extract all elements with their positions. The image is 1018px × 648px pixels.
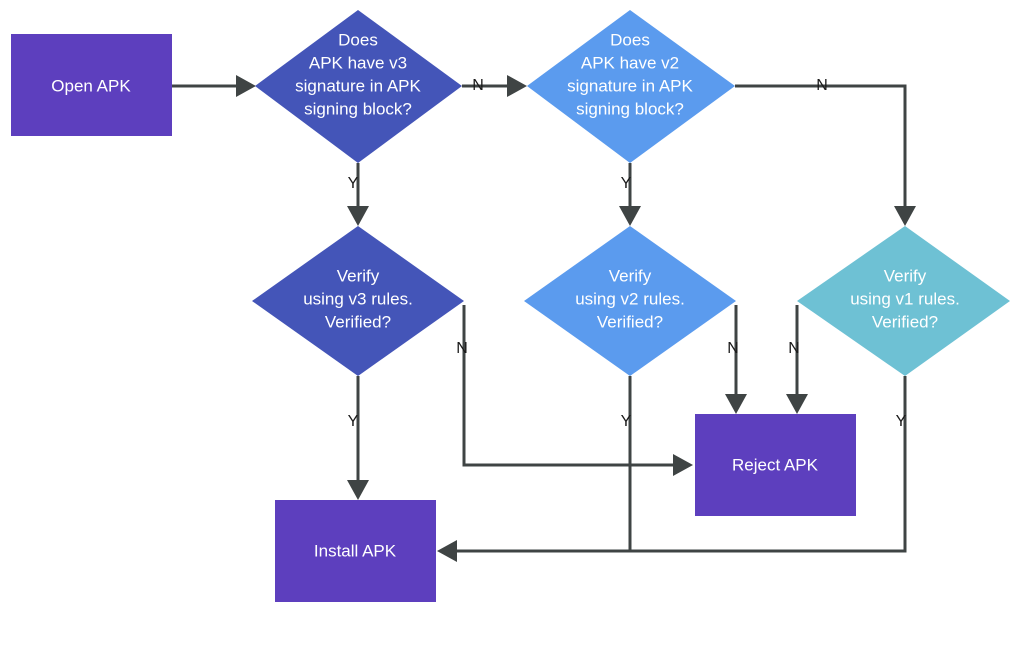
node-verify-v1-shape[interactable] — [797, 226, 1010, 376]
node-verify-v3-label-line-1: Verify — [337, 266, 380, 285]
node-has-v3-signature-shape[interactable] — [255, 10, 462, 163]
node-verify-v1-label-line-3: Verified? — [872, 312, 938, 331]
edge-hasv2-no-line — [735, 84, 907, 210]
edge-verifyv3-yes-to-install: Y — [347, 376, 369, 500]
node-has-v3-signature[interactable]: Does APK have v3 signature in APK signin… — [255, 10, 462, 163]
edge-verifyv2-yes-to-install: Y — [437, 376, 632, 562]
edge-open-to-hasv3 — [172, 75, 256, 97]
edge-label-verifyv3-yes: Y — [348, 413, 359, 430]
edge-hasv3-no-arrowhead — [507, 75, 527, 97]
edge-hasv2-yes-to-verifyv2: Y — [619, 163, 641, 226]
node-has-v2-signature-label-line-3: signature in APK — [567, 76, 693, 95]
edge-hasv3-yes-arrowhead — [347, 206, 369, 226]
node-has-v2-signature-label-line-2: APK have v2 — [581, 53, 679, 72]
edge-label-hasv3-yes: Y — [348, 175, 359, 192]
edge-verifyv2-no-to-reject: N — [725, 305, 747, 414]
node-open-apk-shape[interactable] — [11, 34, 172, 136]
node-install-apk-label: Install APK — [314, 541, 397, 560]
edge-open-to-hasv3-arrowhead — [236, 75, 256, 97]
edge-hasv3-no-to-hasv2: N — [462, 75, 527, 97]
node-install-apk-shape[interactable] — [275, 500, 436, 602]
edge-hasv2-no-arrowhead — [894, 206, 916, 226]
node-verify-v2-label-line-1: Verify — [609, 266, 652, 285]
node-has-v3-signature-label-line-4: signing block? — [304, 99, 412, 118]
edge-hasv2-yes-arrowhead — [619, 206, 641, 226]
node-has-v2-signature-label-line-1: Does — [610, 30, 650, 49]
edge-verifyv2-no-arrowhead — [725, 394, 747, 414]
edge-hasv2-no-to-verifyv1: N — [735, 77, 916, 226]
edge-label-verifyv1-no: N — [788, 340, 800, 357]
edge-verifyv1-no-arrowhead — [786, 394, 808, 414]
edge-verifyv1-yes-line — [455, 376, 907, 553]
node-verify-v3-label-line-2: using v3 rules. — [303, 289, 413, 308]
node-has-v2-signature-label-line-4: signing block? — [576, 99, 684, 118]
edge-label-hasv2-yes: Y — [621, 175, 632, 192]
edge-layer: has_v2 : horizontal --> N verify_v3 : ve… — [172, 75, 916, 562]
node-open-apk-label: Open APK — [51, 76, 131, 95]
edge-verifyv1-yes-to-install: Y — [455, 376, 907, 553]
node-reject-apk-label: Reject APK — [732, 455, 819, 474]
node-has-v3-signature-label-line-3: signature in APK — [295, 76, 421, 95]
edge-verifyv3-no-arrowhead — [673, 454, 693, 476]
edge-label-verifyv2-yes: Y — [621, 413, 632, 430]
node-has-v3-signature-label-line-2: APK have v3 — [309, 53, 407, 72]
edge-label-verifyv3-no: N — [456, 340, 468, 357]
node-layer: Open APK Does APK have v3 signature in A… — [11, 10, 1010, 602]
node-verify-v1-label-line-1: Verify — [884, 266, 927, 285]
node-verify-v2-label-line-2: using v2 rules. — [575, 289, 685, 308]
edge-verifyv3-yes-arrowhead — [347, 480, 369, 500]
node-verify-v2-shape[interactable] — [524, 226, 736, 376]
node-has-v2-signature[interactable]: Does APK have v2 signature in APK signin… — [527, 10, 735, 163]
edge-label-verifyv2-no: N — [727, 340, 739, 357]
node-verify-v3-shape[interactable] — [252, 226, 464, 376]
node-verify-v3-label-line-3: Verified? — [325, 312, 391, 331]
node-verify-v1-label-line-2: using v1 rules. — [850, 289, 960, 308]
node-has-v3-signature-label-line-1: Does — [338, 30, 378, 49]
node-open-apk[interactable]: Open APK — [11, 34, 172, 136]
edge-verifyv3-no-line — [462, 305, 675, 467]
node-verify-v1[interactable]: Verify using v1 rules. Verified? — [797, 226, 1010, 376]
node-install-apk[interactable]: Install APK — [275, 500, 436, 602]
edge-hasv3-yes-to-verifyv3: Y — [347, 163, 369, 226]
edge-label-hasv3-no: N — [472, 77, 484, 94]
node-verify-v2[interactable]: Verify using v2 rules. Verified? — [524, 226, 736, 376]
edge-verifyv2-yes-arrowhead — [437, 540, 457, 562]
node-reject-apk-shape[interactable] — [695, 414, 856, 516]
edge-verifyv3-no-to-reject: N — [456, 305, 693, 476]
edge-label-hasv2-no: N — [816, 77, 828, 94]
edge-label-verifyv1-yes: Y — [896, 413, 907, 430]
node-reject-apk[interactable]: Reject APK — [695, 414, 856, 516]
node-verify-v3[interactable]: Verify using v3 rules. Verified? — [252, 226, 464, 376]
node-has-v2-signature-shape[interactable] — [527, 10, 735, 163]
node-verify-v2-label-line-3: Verified? — [597, 312, 663, 331]
edge-verifyv1-no-to-reject: N — [786, 305, 808, 414]
